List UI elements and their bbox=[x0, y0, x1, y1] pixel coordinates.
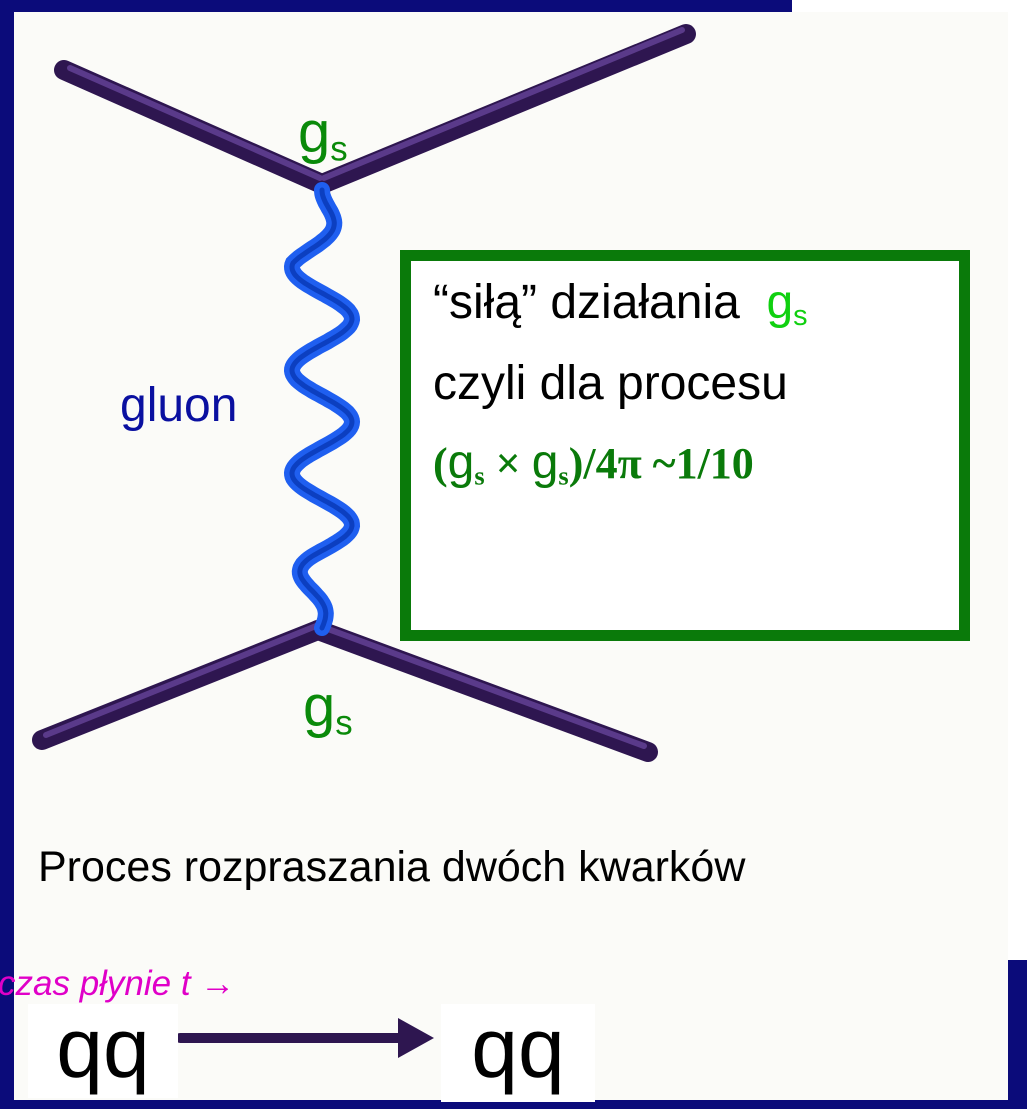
quark-line-bottom-left bbox=[32, 620, 328, 750]
quark-line-bottom-left-highlight bbox=[43, 623, 319, 738]
top-frame-bar bbox=[0, 0, 792, 12]
coupling-info-box: “siłą” działania gs czyli dla procesu (g… bbox=[400, 250, 970, 641]
final-state-qq: qq bbox=[441, 1004, 595, 1102]
initial-state-qq: qq bbox=[28, 1004, 178, 1098]
coupling-formula: (gs × gs)/4π ~1/10 bbox=[433, 436, 754, 491]
quark-line-top-left-highlight bbox=[67, 65, 323, 181]
info-box-line-1: “siłą” działania gs bbox=[433, 276, 808, 333]
quark-line-bottom-right bbox=[308, 620, 658, 762]
highlighted-coupling-symbol: gs bbox=[766, 276, 808, 333]
coupling-bottom-label: gs bbox=[303, 674, 353, 743]
left-frame-bar bbox=[0, 0, 14, 1109]
info-box-line-2: czyli dla procesu bbox=[433, 357, 788, 410]
time-arrow-head bbox=[398, 1018, 434, 1058]
process-caption: Proces rozpraszania dwóch kwarków bbox=[38, 843, 746, 891]
gluon-line-shade bbox=[289, 187, 355, 631]
bottom-frame-bar bbox=[0, 1100, 1027, 1109]
gluon-label: gluon bbox=[120, 379, 238, 432]
right-frame-bar bbox=[1008, 960, 1027, 1109]
time-direction-label: czas płynie t → bbox=[0, 964, 236, 1003]
quark-line-top-right bbox=[312, 24, 696, 194]
quark-line-bottom-right-highlight bbox=[317, 623, 647, 749]
quark-line-top-right-highlight bbox=[321, 27, 685, 181]
coupling-top-label: gs bbox=[298, 100, 348, 169]
quark-line-top-left bbox=[54, 60, 332, 194]
